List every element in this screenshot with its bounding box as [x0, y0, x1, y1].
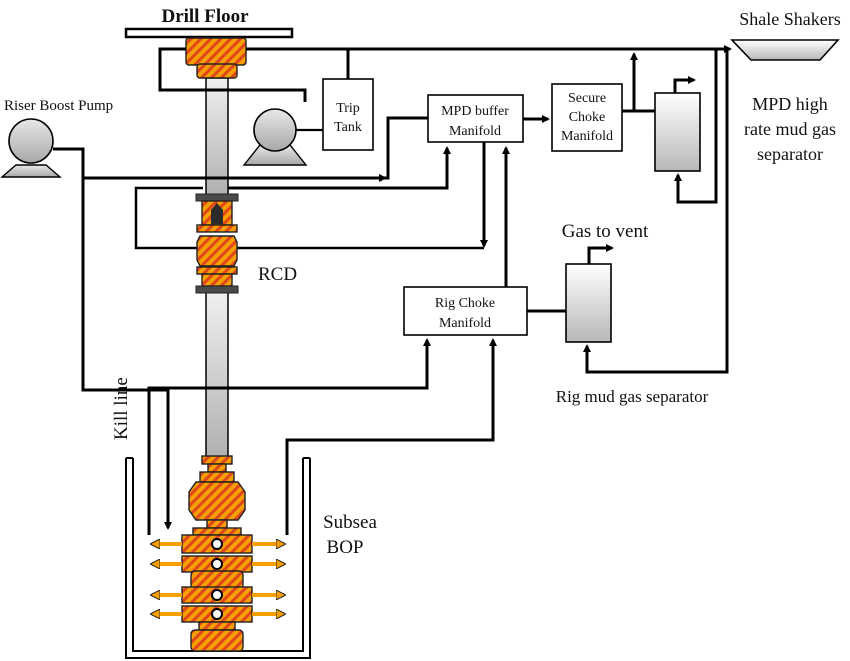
bop-mid-body [190, 570, 244, 590]
rcd-bearing-arrow [211, 203, 223, 210]
subsea-label-1: Subsea [323, 512, 377, 533]
rig-choke-manifold [403, 286, 528, 336]
bop-annular [188, 481, 246, 521]
rotary-table [185, 37, 247, 66]
rig-choke-label-2: Manifold [439, 316, 491, 331]
subsea-label-2: BOP [327, 537, 364, 558]
bop-top-connector [201, 455, 233, 465]
ram-bore-1 [211, 538, 223, 550]
riser-boost-down [81, 178, 172, 530]
mpd-buffer-label-2: Manifold [449, 124, 501, 139]
rig-mud-gas-sep-label: Rig mud gas separator [556, 387, 709, 406]
trip-pump-icon [253, 108, 297, 152]
choke-line-to-rig-choke [285, 338, 497, 535]
mpd-sep-vent [673, 76, 696, 93]
secure-choke-label-2: Choke [569, 110, 606, 125]
riser-boost-pump-icon [8, 118, 54, 164]
trip-tank-label-2: Tank [334, 120, 362, 135]
drill-floor [124, 27, 294, 39]
kill-line-to-rig-choke [147, 338, 431, 535]
trip-tank-label-1: Trip [336, 101, 360, 116]
rcd-top-flange [195, 193, 239, 202]
gas-to-vent-label: Gas to vent [562, 221, 649, 242]
flow-line-left [158, 47, 307, 102]
mpd-buffer-manifold [427, 94, 524, 143]
mpd-sep-label-1: MPD high [752, 94, 828, 114]
bop-spool [206, 519, 228, 529]
rcd-lower-body [201, 273, 233, 287]
bop-neck [207, 463, 227, 473]
mpd-sep-label-3: separator [757, 144, 823, 164]
bop-ram-top [192, 527, 242, 536]
secure-choke-label-1: Secure [568, 91, 606, 106]
gas-vent-line [587, 244, 614, 264]
kill-line-label: Kill line [111, 377, 132, 440]
ram-bore-4 [211, 608, 223, 620]
rcd-to-buffer [228, 146, 451, 190]
rig-sep-return [583, 49, 729, 374]
riser-boost-line [53, 147, 387, 182]
rcd-main-body [196, 235, 238, 267]
bell-nipple [196, 63, 238, 79]
ram-bore-3 [211, 589, 223, 601]
mpd-sep-loop [674, 49, 718, 204]
bop-wellhead [190, 629, 244, 652]
shale-shakers-label: Shale Shakers [739, 9, 840, 29]
bop-annular-cap [199, 471, 235, 483]
secure-choke-label-3: Manifold [561, 129, 613, 144]
riser-boost-pump-label: Riser Boost Pump [4, 98, 113, 114]
riser-boost-pump-base [0, 164, 62, 178]
mpd-sep-label-2: rate mud gas [744, 119, 836, 139]
secure-choke-manifold [551, 83, 623, 152]
mpd-separator [654, 92, 701, 172]
rcd-ring-1 [196, 224, 238, 233]
rcd-bottom-flange [195, 285, 239, 294]
shale-shakers [730, 39, 840, 61]
riser-lower [205, 291, 229, 458]
ram-bore-2 [211, 558, 223, 570]
bop-lower-spool [198, 621, 236, 631]
bop-housing [125, 458, 311, 659]
rcd-label: RCD [258, 264, 297, 285]
rig-mud-gas-separator [565, 263, 612, 343]
drill-floor-label: Drill Floor [161, 6, 249, 27]
rig-choke-label-1: Rig Choke [435, 296, 495, 311]
rcd-outlet-line [134, 186, 484, 250]
trip-tank [322, 78, 374, 151]
mpd-buffer-label-1: MPD buffer [441, 104, 509, 119]
to-mpd-buffer-in [385, 114, 442, 180]
rcd-ring-2 [196, 266, 238, 275]
rcd-bearing [211, 210, 223, 224]
